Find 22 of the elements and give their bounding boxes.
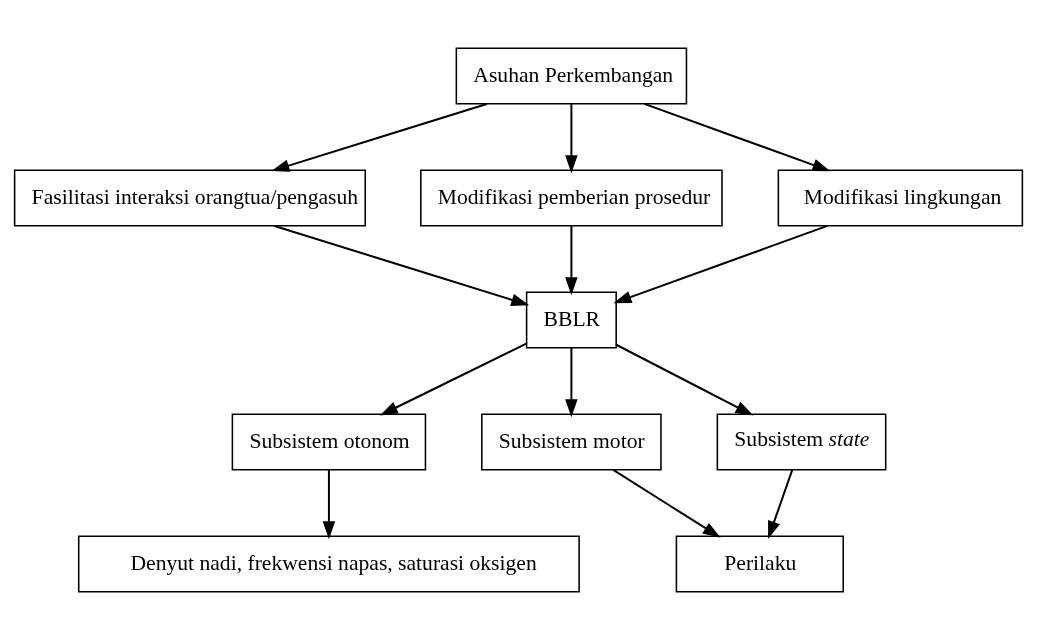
- node-box: Modifikasi pemberian prosedur: [420, 168, 723, 227]
- arrow: [612, 468, 721, 538]
- node-box: Subsistem motor: [481, 412, 662, 471]
- node-box: Fasilitasi interaksi orangtua/pengasuh: [13, 168, 366, 227]
- arrow: [565, 103, 578, 173]
- arrow: [322, 469, 336, 539]
- arrow: [644, 102, 831, 171]
- arrow: [613, 224, 828, 303]
- arrow: [565, 225, 578, 295]
- node-box: Subsistem state: [716, 412, 887, 471]
- arrow: [379, 342, 527, 415]
- node-box: Perilaku: [675, 534, 844, 593]
- node-box: BBLR: [525, 290, 617, 349]
- node-box: Asuhan Perkembangan: [455, 46, 688, 105]
- node-box: Modifikasi lingkungan: [777, 168, 1024, 227]
- arrow: [271, 102, 488, 172]
- arrow: [565, 347, 578, 417]
- arrow: [615, 343, 754, 416]
- arrow: [768, 469, 794, 539]
- arrow: [274, 224, 530, 306]
- node-box: Subsistem otonom: [231, 412, 427, 471]
- node-box: Denyut nadi, frekwensi napas, saturasi oksigen: [77, 534, 580, 593]
